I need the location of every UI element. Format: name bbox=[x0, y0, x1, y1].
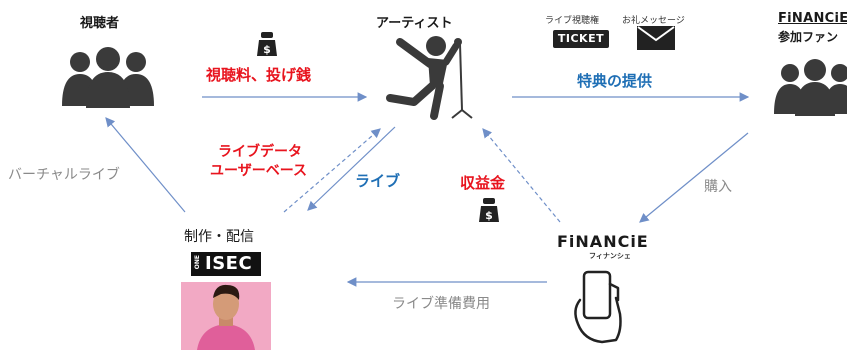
phone-hand-icon bbox=[574, 270, 622, 344]
ticket-icon: TICKET bbox=[553, 30, 609, 48]
financie-app-brand: FiNANCiE bbox=[557, 232, 649, 251]
singer-icon bbox=[386, 36, 473, 120]
viewers-label: 視聴者 bbox=[80, 16, 120, 31]
benefits-label: 特典の提供 bbox=[577, 72, 653, 90]
svg-text:$: $ bbox=[485, 209, 493, 222]
isec-prefix: ONE bbox=[194, 255, 201, 270]
fee-tip-label: 視聴料、投げ銭 bbox=[206, 66, 312, 84]
ticket-label: ライブ視聴権 bbox=[545, 16, 600, 26]
people-icon bbox=[62, 47, 154, 108]
purchase-label: 購入 bbox=[704, 179, 732, 195]
arrow-fans-to-financie bbox=[639, 132, 749, 223]
artist-label: アーティスト bbox=[376, 16, 453, 31]
svg-text:$: $ bbox=[263, 43, 271, 56]
financie-app-sub: フィナンシェ bbox=[589, 252, 631, 260]
live-database-line1: ライブデータ bbox=[218, 144, 302, 160]
revenue-money-bag-icon: $ bbox=[479, 198, 499, 222]
financie-fans-brand: FiNANCiE bbox=[778, 11, 847, 26]
revenue-label: 収益金 bbox=[460, 174, 506, 192]
isec-logo: ONE ISEC bbox=[191, 252, 261, 276]
arrow-financie-to-artist-dashed bbox=[482, 128, 561, 223]
isec-brand: ISEC bbox=[205, 253, 253, 274]
arrow-production-to-viewers bbox=[105, 117, 186, 213]
production-label: 制作・配信 bbox=[184, 229, 254, 245]
prep-cost-label: ライブ準備費用 bbox=[392, 296, 490, 312]
virtual-live-label: バーチャルライブ bbox=[8, 167, 120, 183]
live-label: ライブ bbox=[355, 172, 401, 190]
money-bag-icon: $ bbox=[257, 32, 277, 56]
envelope-icon bbox=[637, 26, 675, 50]
message-label: お礼メッセージ bbox=[622, 16, 685, 26]
ticket-text: TICKET bbox=[557, 32, 605, 45]
arrow-artist-to-production bbox=[307, 126, 396, 211]
fans-people-icon bbox=[774, 59, 847, 116]
financie-fans-label: 参加ファン bbox=[778, 30, 839, 44]
live-database-line2: ユーザーベース bbox=[210, 163, 308, 179]
person-photo bbox=[181, 282, 271, 350]
arrow-production-to-artist-dashed bbox=[283, 128, 381, 213]
